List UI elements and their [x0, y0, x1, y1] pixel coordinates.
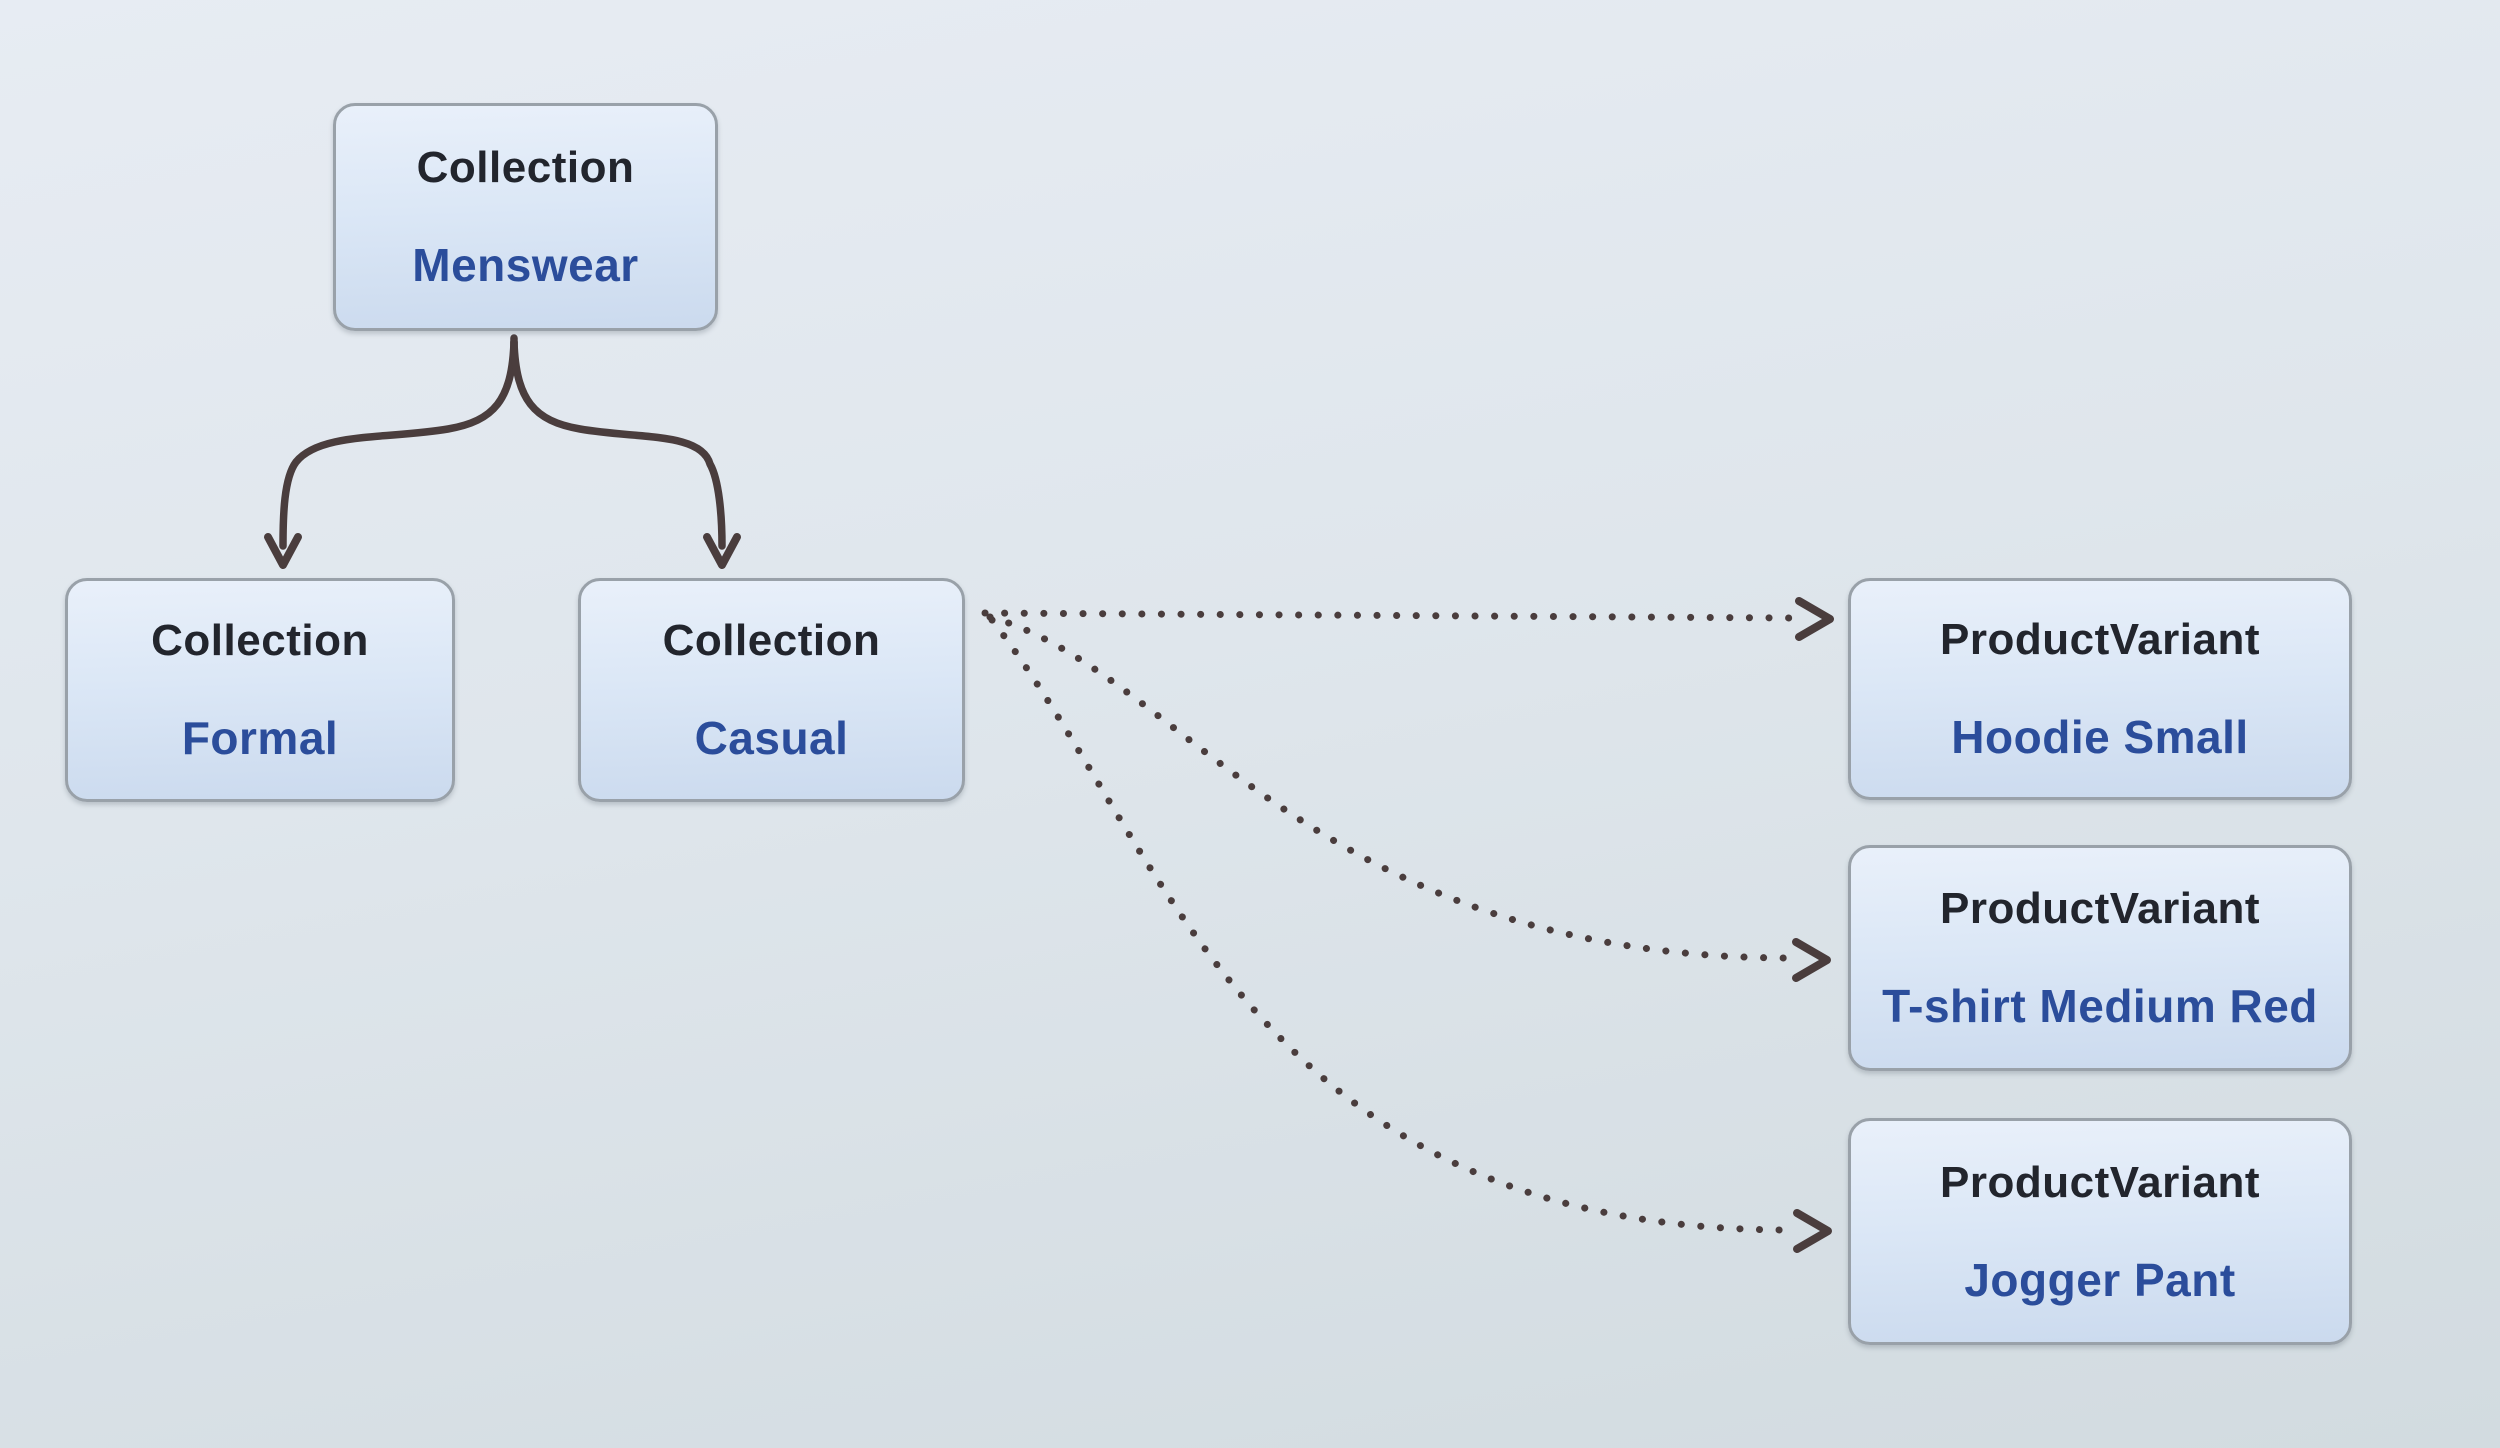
node-productvariant-tshirt-medium-red[interactable]: ProductVariant T-shirt Medium Red [1848, 845, 2352, 1071]
node-collection-casual[interactable]: Collection Casual [578, 578, 965, 802]
arrowhead-hoodie [1795, 597, 1834, 641]
node-name-label: Hoodie Small [1951, 711, 2249, 763]
node-productvariant-jogger-pant[interactable]: ProductVariant Jogger Pant [1848, 1118, 2352, 1345]
arrowhead-formal [264, 533, 302, 569]
edge-menswear-to-formal [279, 338, 518, 550]
node-type-label: Collection [416, 143, 635, 192]
node-type-label: Collection [662, 616, 881, 665]
node-type-label: ProductVariant [1940, 615, 2260, 664]
node-name-label: T-shirt Medium Red [1882, 980, 2318, 1032]
edge-menswear-to-casual [510, 338, 726, 550]
node-type-label: ProductVariant [1940, 884, 2260, 933]
node-name-label: Casual [694, 712, 849, 764]
edge-casual-to-tshirt [986, 613, 1795, 962]
arrowhead-tshirt [1792, 938, 1831, 982]
node-collection-menswear[interactable]: Collection Menswear [333, 103, 718, 331]
node-collection-formal[interactable]: Collection Formal [65, 578, 455, 802]
node-type-label: ProductVariant [1940, 1157, 2260, 1207]
node-type-label: Collection [151, 616, 369, 665]
node-name-label: Jogger Pant [1964, 1253, 2236, 1306]
node-name-label: Formal [181, 712, 339, 764]
node-productvariant-hoodie-small[interactable]: ProductVariant Hoodie Small [1848, 578, 2352, 800]
node-name-label: Menswear [412, 239, 639, 291]
arrowhead-casual [703, 533, 741, 569]
arrowhead-jogger [1793, 1209, 1832, 1253]
edge-casual-to-jogger [988, 616, 1795, 1234]
edge-casual-to-hoodie [981, 609, 1797, 622]
